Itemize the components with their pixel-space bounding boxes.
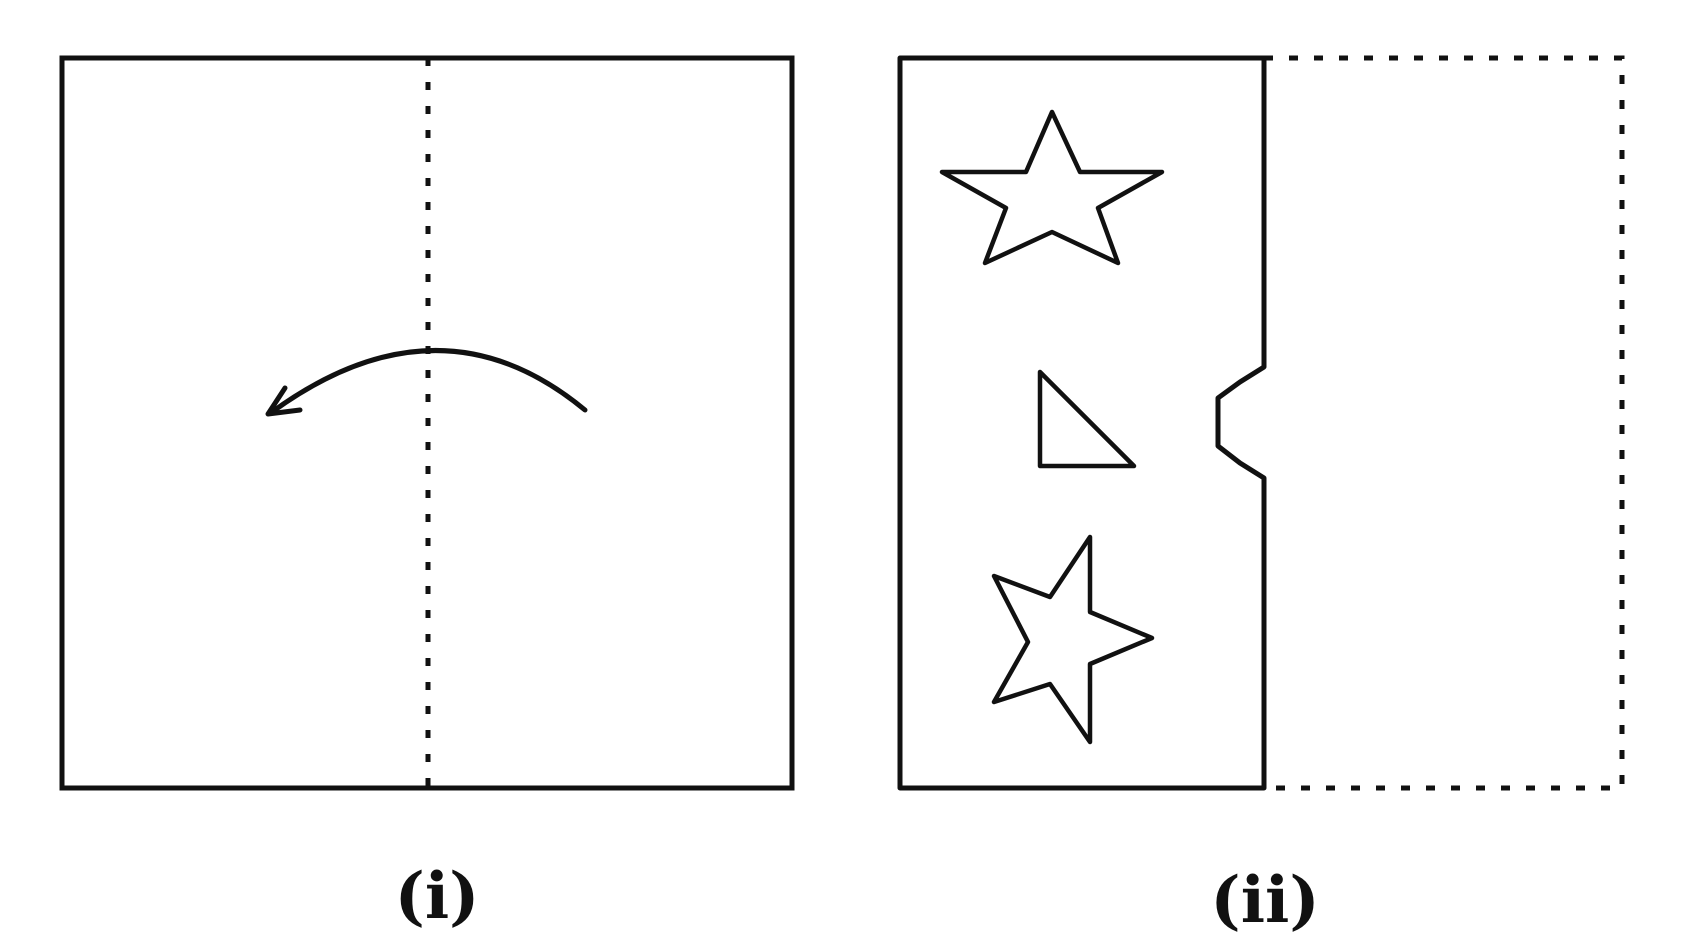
- fold-arrow-curve: [269, 348, 588, 415]
- caption-i: (i): [395, 859, 480, 934]
- unfolded-half-outline: [1264, 55, 1625, 791]
- panel-ii: (ii): [897, 55, 1625, 938]
- fold-arrow-head: [265, 385, 303, 417]
- caption-ii: (ii): [1210, 863, 1319, 938]
- panel-i: (i): [59, 55, 795, 934]
- triangle-cutout: [1037, 369, 1137, 469]
- star-cutout-bottom: [991, 534, 1155, 745]
- folded-half-outline: [897, 55, 1267, 791]
- star-cutout-top: [939, 109, 1165, 266]
